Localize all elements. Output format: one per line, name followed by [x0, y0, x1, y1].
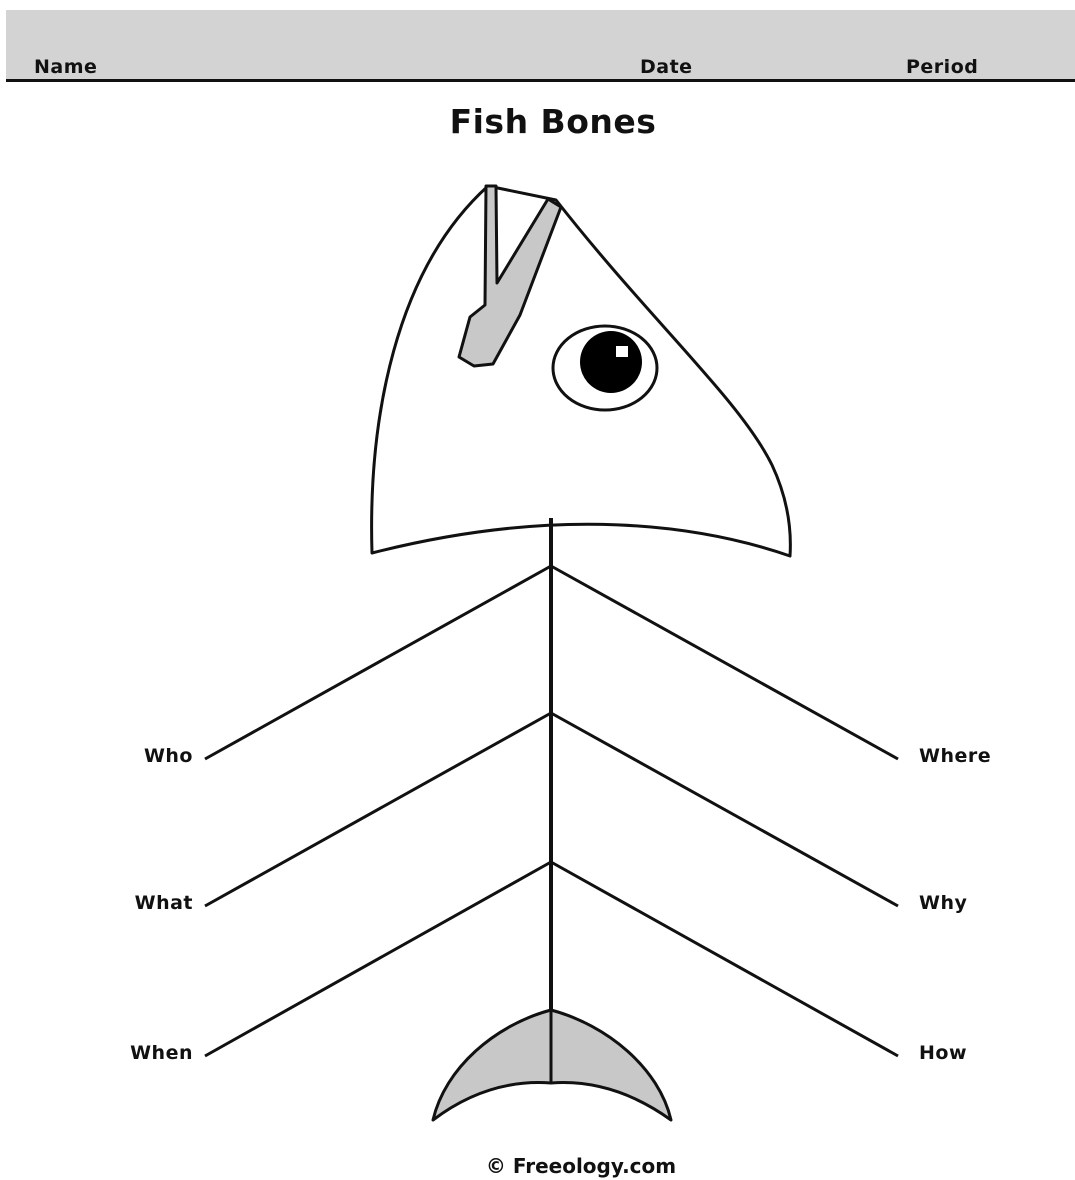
label-where: Where: [919, 745, 991, 767]
label-how: How: [919, 1042, 967, 1064]
bone-who: [205, 566, 551, 759]
fish-eye-highlight: [616, 346, 628, 357]
fish-eye-pupil: [580, 331, 642, 393]
bone-when: [205, 862, 551, 1056]
label-when: When: [130, 1042, 193, 1064]
footer-credit: © Freeology.com: [0, 1154, 1075, 1178]
bone-where: [551, 566, 898, 759]
label-who: Who: [144, 745, 193, 767]
bone-why: [551, 713, 898, 906]
bone-what: [205, 713, 551, 906]
label-what: What: [135, 892, 193, 914]
label-why: Why: [919, 892, 967, 914]
bone-how: [551, 862, 898, 1056]
